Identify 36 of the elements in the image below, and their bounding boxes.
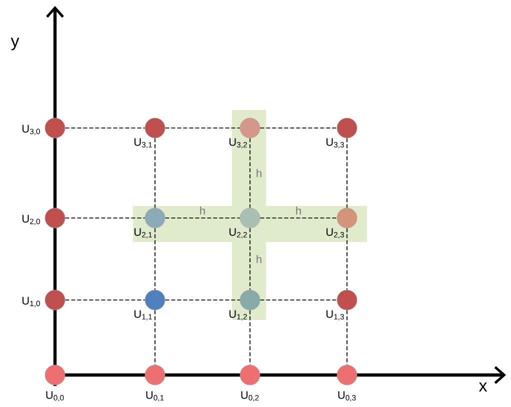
point-label: U$_{2,2}$: [230, 228, 247, 238]
grid-line: [154, 228, 156, 290]
point-label: U$_{3,2}$: [230, 138, 247, 148]
point-label: U$_{1,2}$: [230, 310, 247, 320]
grid-line: [154, 310, 156, 365]
grid-line: [65, 127, 145, 129]
point-label: U$_{0,0}$: [46, 391, 64, 402]
point-label: U$_{0,3}$: [338, 391, 356, 402]
grid-line: [346, 138, 348, 208]
grid-line: [249, 138, 251, 208]
grid-line: [165, 299, 240, 301]
point-label: U$_{1,1}$: [134, 310, 152, 320]
grid-line: [346, 228, 348, 290]
grid-line: [65, 217, 145, 219]
point-label: U$_{2,1}$: [134, 228, 152, 238]
axis-label: x: [478, 382, 488, 392]
point-label: U$_{2,0}$: [22, 214, 40, 226]
grid-line: [260, 127, 337, 129]
grid-line: [260, 217, 337, 219]
point-label: U$_{1,0}$: [22, 296, 40, 308]
grid-line: [154, 138, 156, 208]
axis-label: y: [10, 38, 20, 50]
grid-line: [65, 299, 145, 301]
point-label: U$_{2,3}$: [326, 228, 344, 238]
point-label: U$_{0,2}$: [241, 391, 259, 402]
point-label: U$_{1,3}$: [326, 310, 344, 320]
grid-line: [165, 127, 240, 129]
grid-line: [165, 217, 240, 219]
grid-line: [346, 310, 348, 365]
point-label: U$_{0,1}$: [146, 391, 164, 402]
grid-line: [260, 299, 337, 301]
point-label: U$_{3,1}$: [134, 138, 152, 148]
grid-line: [249, 228, 251, 290]
point-label: U$_{3,3}$: [326, 138, 344, 148]
grid-line: [249, 310, 251, 365]
point-label: U$_{3,0}$: [22, 124, 40, 136]
